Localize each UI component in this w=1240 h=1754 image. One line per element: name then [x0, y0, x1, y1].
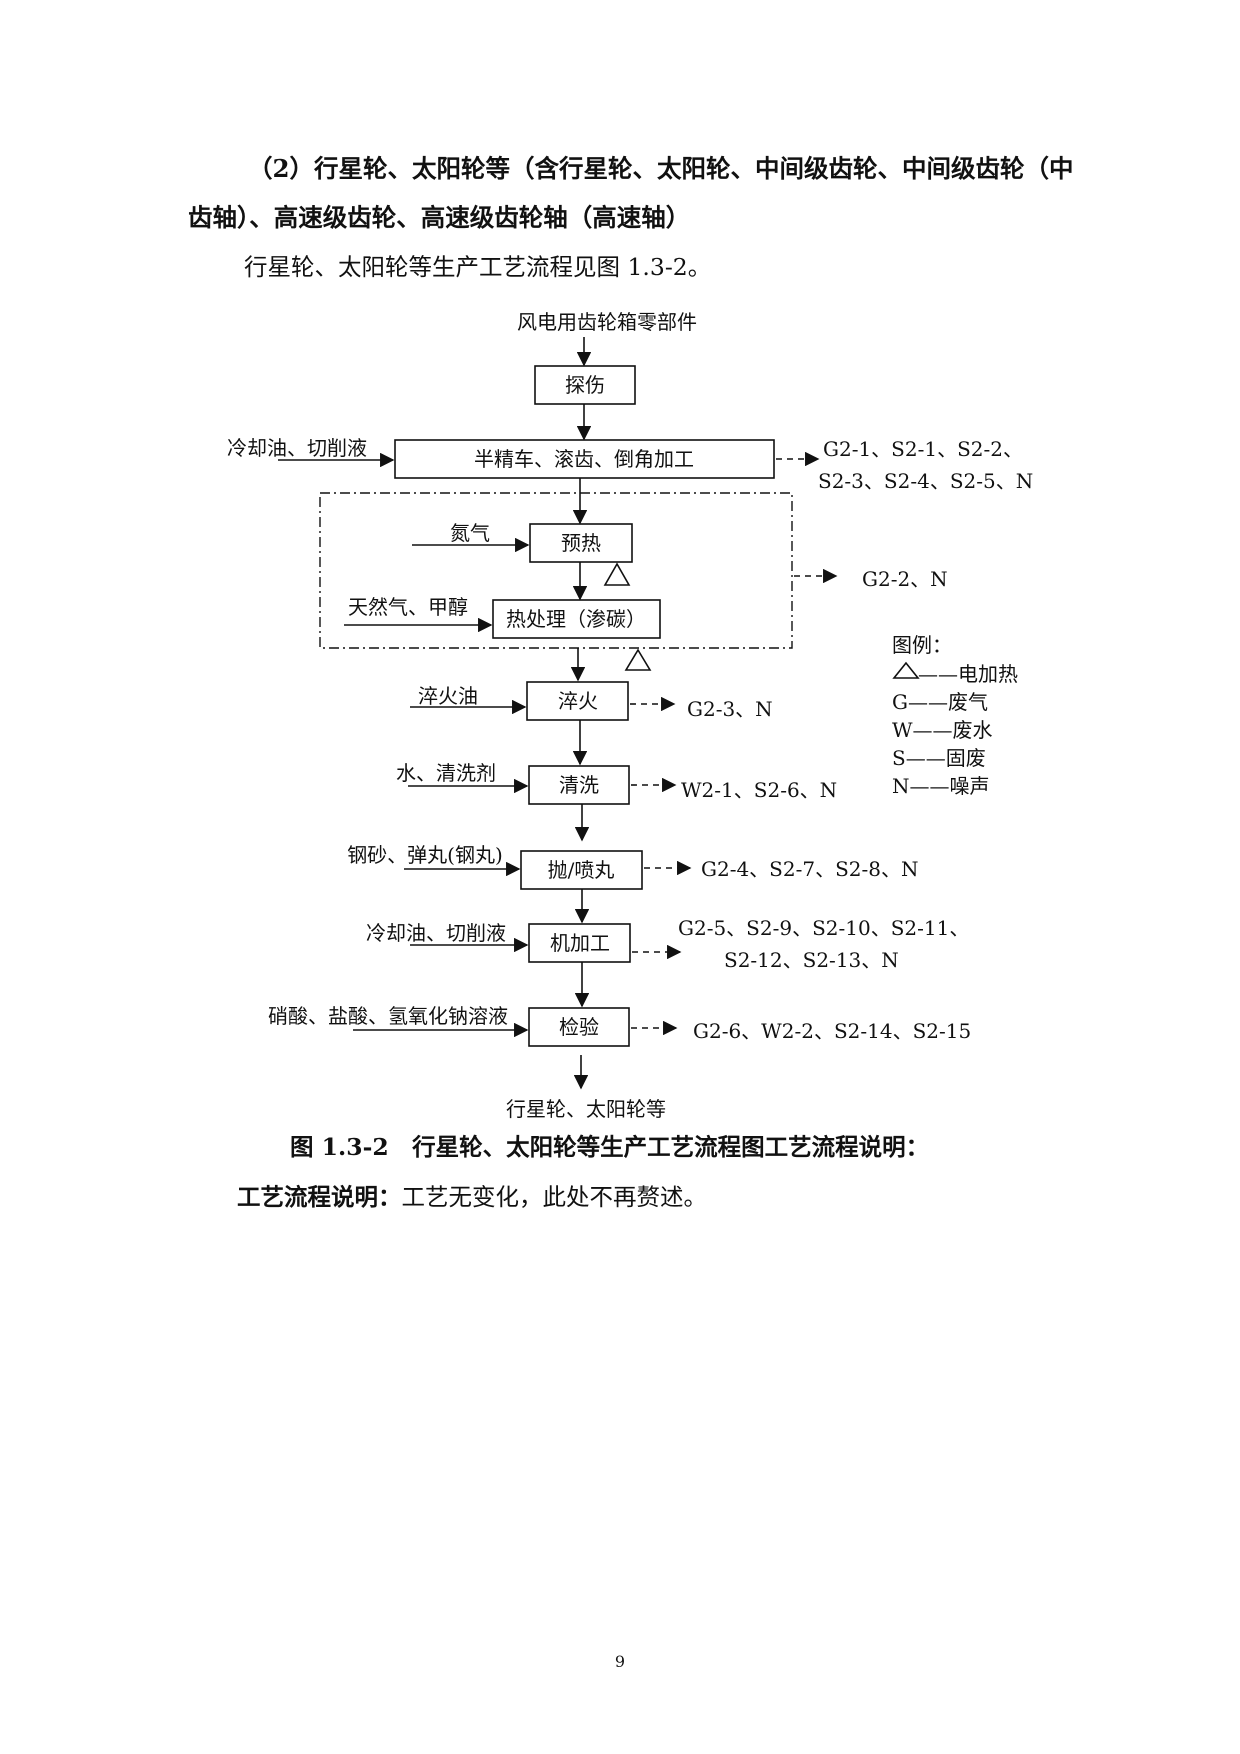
- step-clean-label: 清洗: [559, 773, 599, 797]
- figure-caption: 图 1.3-2 行星轮、太阳轮等生产工艺流程图工艺流程说明：: [290, 1133, 930, 1161]
- step-preheat-box: [529, 523, 633, 563]
- input-machining1-label: 冷却油、切削液: [227, 436, 367, 460]
- step-heat-treat-label: 热处理（渗碳）: [506, 607, 646, 631]
- legend-electric-heating-icon: [892, 661, 920, 679]
- legend-title: 图例：: [892, 633, 952, 657]
- output-machining1-line1: G2-1、S2-1、S2-2、: [823, 437, 1023, 461]
- step-preheat-label: 预热: [561, 531, 601, 555]
- input-blast-label: 钢砂、弹丸(钢丸): [347, 843, 503, 867]
- legend-noise: N——噪声: [892, 774, 990, 798]
- process-note-label: 工艺流程说明：: [237, 1183, 402, 1211]
- intro-paragraph: 行星轮、太阳轮等生产工艺流程见图 1.3-2。: [244, 253, 712, 281]
- legend-water: W——废水: [892, 718, 993, 742]
- process-note-text: 工艺无变化，此处不再赘述。: [401, 1183, 708, 1211]
- input-clean-label: 水、清洗剂: [396, 761, 496, 785]
- step-machining2-box: [528, 923, 631, 963]
- section-heading-line-2: 齿轴）、高速级齿轮、高速级齿轮轴（高速轴）: [188, 203, 691, 232]
- step-inspect-box: [534, 365, 636, 405]
- step-final-check-box: [528, 1007, 630, 1047]
- step-heat-treat-box: [492, 599, 661, 639]
- input-preheat-label: 氮气: [450, 521, 490, 545]
- step-quench-box: [526, 681, 629, 721]
- heat-treatment-group-frame: [319, 492, 793, 649]
- step-blast-label: 抛/喷丸: [548, 858, 615, 882]
- input-quench-label: 淬火油: [418, 684, 478, 708]
- input-heat-treat-label: 天然气、甲醇: [348, 595, 468, 619]
- output-quench: G2-3、N: [687, 697, 773, 721]
- output-final-check: G2-6、W2-2、S2-14、S2-15: [693, 1019, 971, 1043]
- output-clean: W2-1、S2-6、N: [681, 778, 837, 802]
- step-quench-label: 淬火: [558, 689, 598, 713]
- output-machining2-line2: S2-12、S2-13、N: [724, 948, 899, 972]
- step-inspect-label: 探伤: [565, 373, 605, 397]
- step-final-check-label: 检验: [559, 1015, 599, 1039]
- legend-electric: ——电加热: [918, 662, 1018, 686]
- output-machining1-line2: S2-3、S2-4、S2-5、N: [818, 469, 1033, 493]
- step-machining1-label: 半精车、滚齿、倒角加工: [474, 447, 694, 471]
- step-blast-box: [520, 850, 643, 890]
- input-final-check-label: 硝酸、盐酸、氢氧化钠溶液: [268, 1004, 508, 1028]
- legend-gas: G——废气: [892, 690, 988, 714]
- step-machining2-label: 机加工: [550, 931, 610, 955]
- output-heat-group: G2-2、N: [862, 567, 948, 591]
- output-blast: G2-4、S2-7、S2-8、N: [701, 857, 919, 881]
- step-clean-box: [528, 765, 630, 805]
- diagram-output-bottom: 行星轮、太阳轮等: [506, 1097, 666, 1121]
- page-number: 9: [614, 1652, 626, 1671]
- section-heading-line-1: （2）行星轮、太阳轮等（含行星轮、太阳轮、中间级齿轮、中间级齿轮（中: [248, 154, 1074, 183]
- step-machining1-box: [394, 439, 775, 479]
- diagram-input-top: 风电用齿轮箱零部件: [517, 310, 697, 334]
- electric-heating-icon: [624, 648, 652, 671]
- output-machining2-line1: G2-5、S2-9、S2-10、S2-11、: [678, 916, 969, 940]
- input-machining2-label: 冷却油、切削液: [366, 921, 506, 945]
- legend-solid: S——固废: [892, 746, 986, 770]
- electric-heating-icon: [603, 562, 631, 586]
- process-note: 工艺流程说明：工艺无变化，此处不再赘述。: [237, 1178, 707, 1212]
